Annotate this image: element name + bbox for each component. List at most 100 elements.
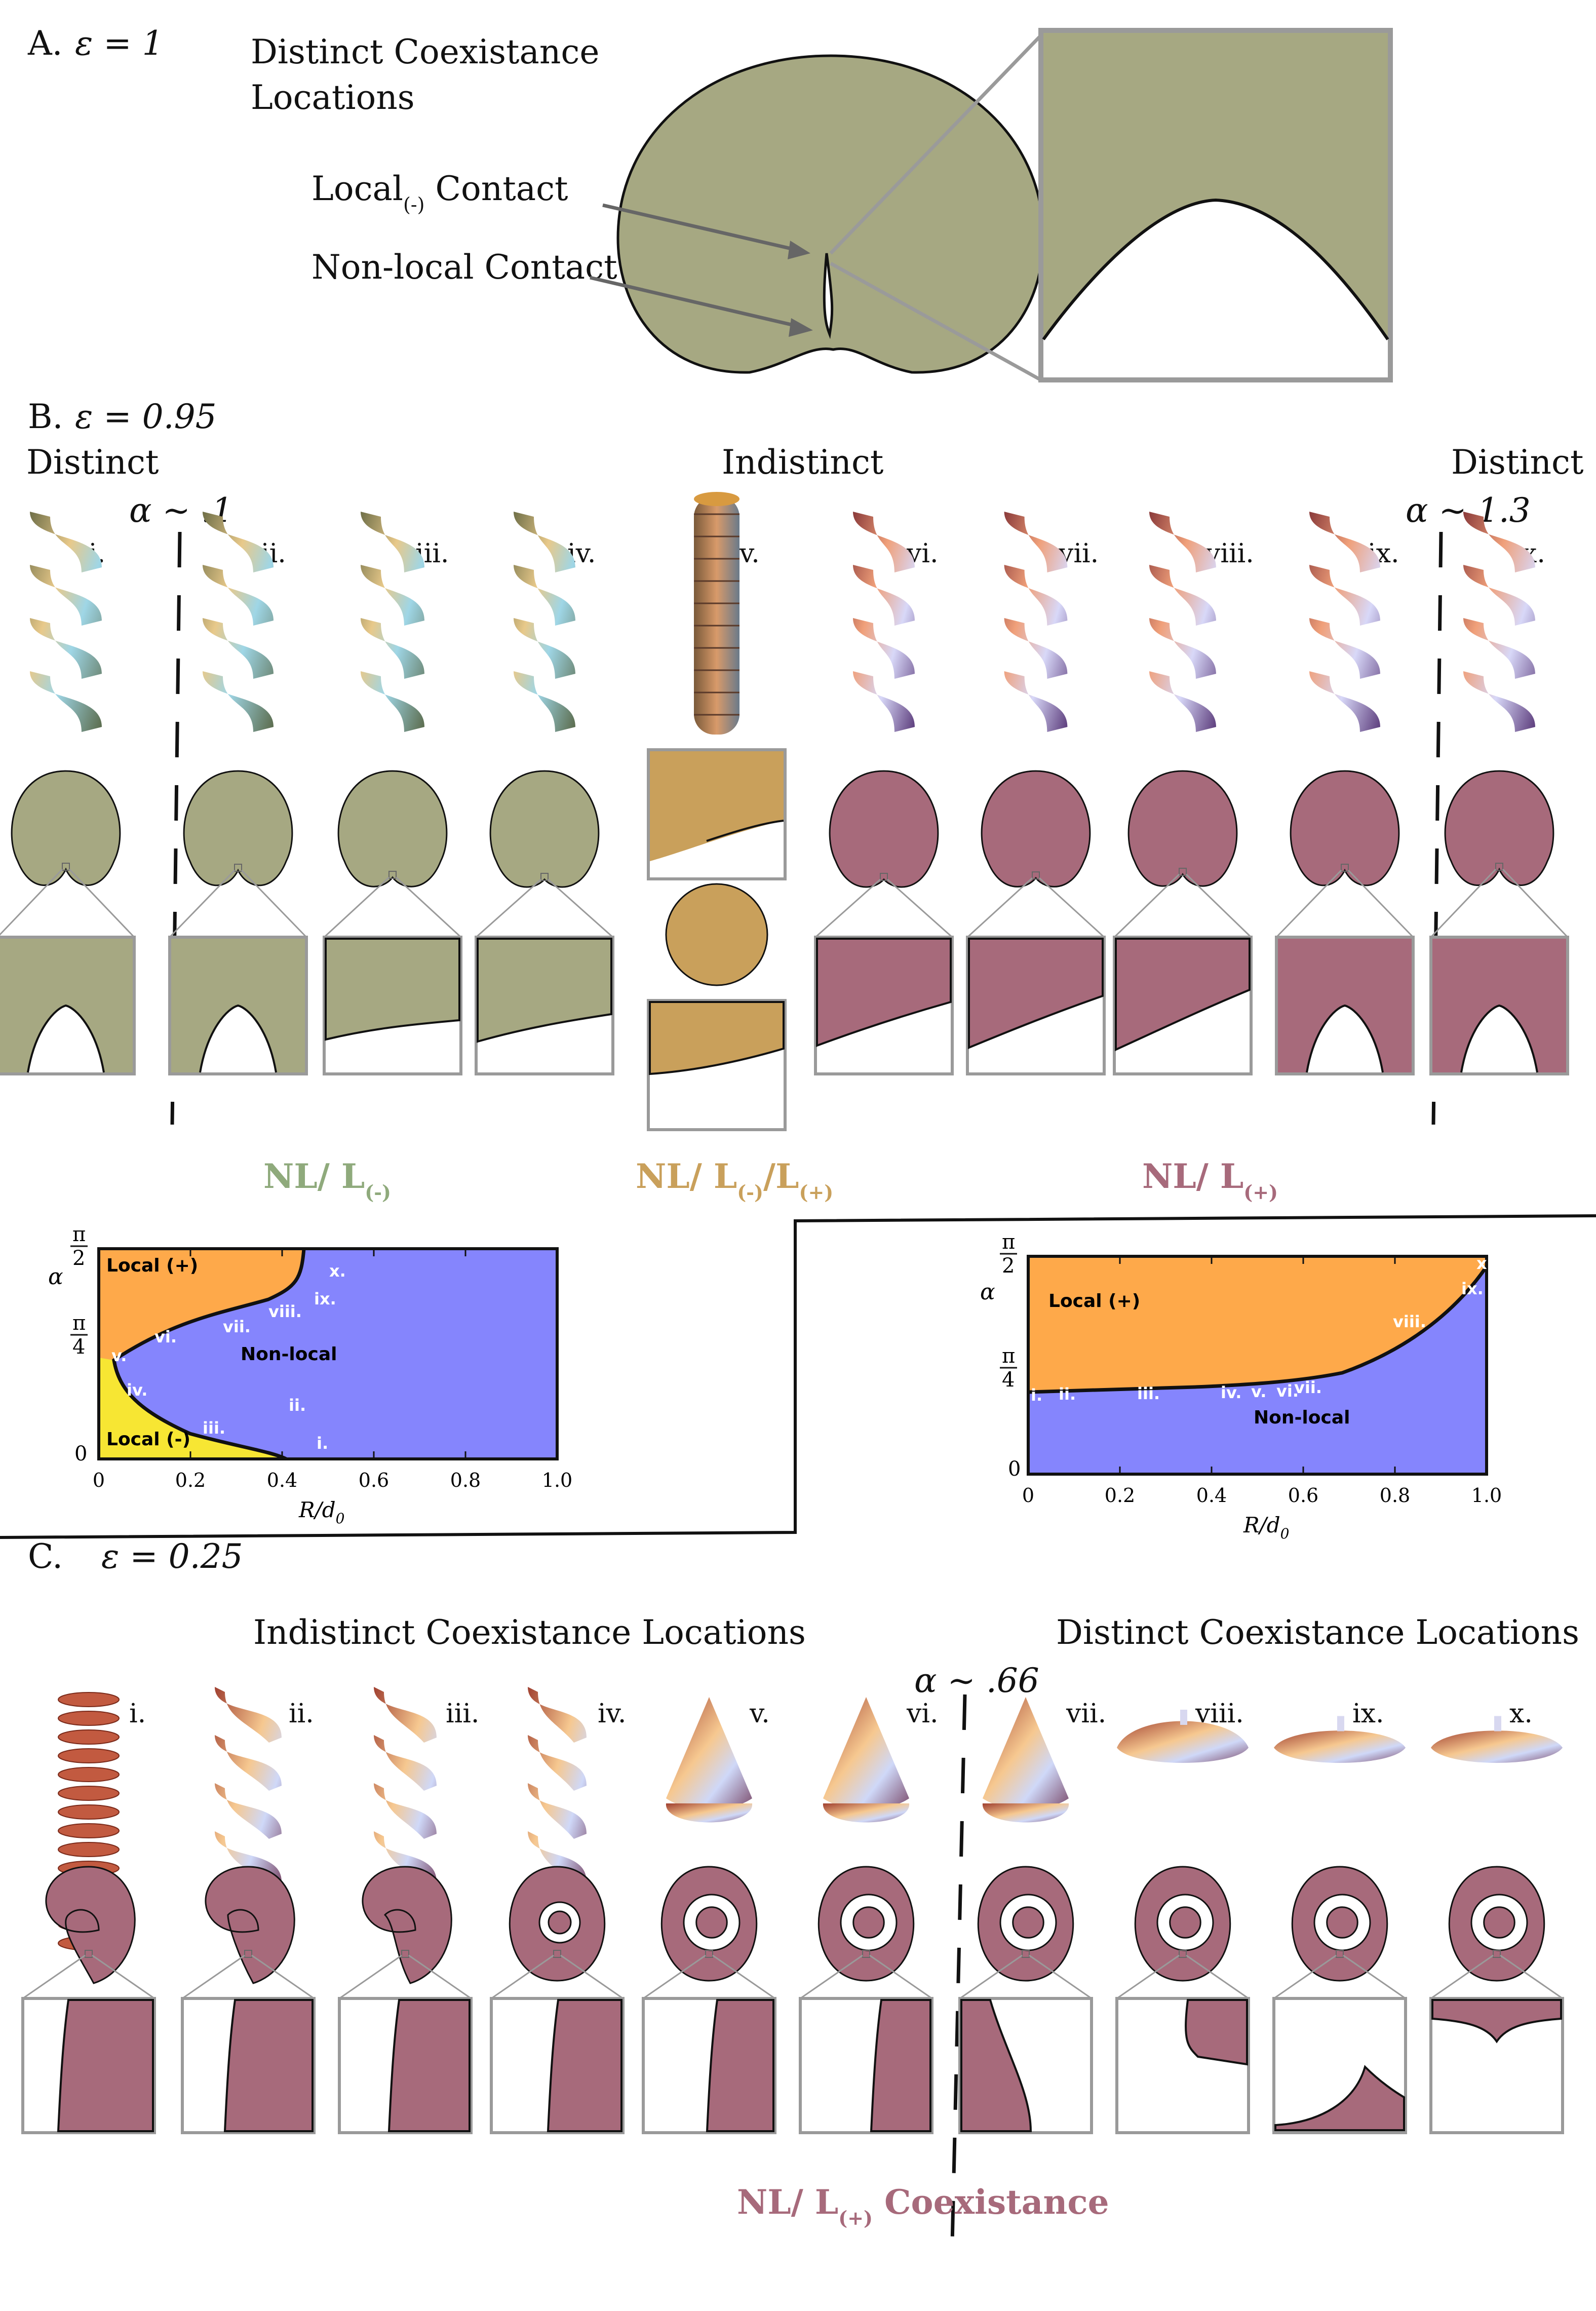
zoom-fill [547,1999,622,2132]
zoom-line [869,1954,932,1999]
phase-diagram-right: Local (+) Non-local i.ii.iii.iv.v.vi.vii… [980,1230,1502,1542]
cross-section [337,770,448,888]
disk-3d [58,1786,120,1801]
zoom-line [1273,1954,1337,1999]
helix-3d [514,512,575,732]
coex-label-c: NL/ L(+) Coexistance [737,2182,1109,2229]
helix-3d [1149,512,1216,732]
left-boundary [112,1248,306,1461]
zoom-line [491,1954,554,1999]
panel-b: B. ε = 0.95 Distinct Indistinct Distinct… [0,397,1596,1539]
xtick-label: 0 [93,1469,105,1491]
zoom-fill [477,938,612,1043]
left-region-minus-label: Local (-) [106,1429,190,1450]
zoom-line [1347,869,1414,938]
right-ytick-mid-den: 4 [1002,1368,1015,1392]
xtick-label: 0.4 [1196,1484,1227,1507]
right-region-nonlocal-label: Non-local [1254,1407,1350,1428]
left-ytick-mid-den: 4 [72,1335,85,1359]
helix-3d [853,512,915,732]
xtick-label: 0.6 [359,1469,389,1491]
right-ylabel: α [980,1279,995,1305]
zoom-fill [706,1999,774,2132]
zoom-curve [1460,1004,1538,1073]
panel-b-eps: ε = 0.95 [75,397,217,436]
zoom-line [712,1954,775,1999]
right-region-plus-label: Local (+) [1048,1291,1140,1312]
arrow2-label: Non-local Contact [312,248,617,287]
left-ytick-mid: π [72,1312,86,1335]
zoom-line [1430,1954,1494,1999]
zoom-curve [199,1004,277,1073]
xtick-label: 1.0 [1471,1484,1502,1507]
cross-section [489,770,600,888]
right-ytick-top-den: 2 [1002,1254,1015,1278]
zoom-fill [57,1999,154,2132]
cone-3d [823,1697,909,1810]
cross-section [1444,770,1554,886]
zoom-line [251,1954,315,1999]
zoom-fill-top [650,751,784,861]
numeral-c-4: iv. [598,1699,626,1729]
zoom-marker [234,864,242,872]
zoom-line [395,876,462,938]
zoom-line [800,1954,863,1999]
disk-3d [58,1842,120,1857]
zoom-line [323,876,390,938]
coex-label-mauve: NL/ L(+) [1142,1157,1278,1204]
left-ytick-zero: 0 [74,1442,87,1466]
cone-base [982,1803,1069,1823]
cone-base [666,1803,753,1823]
zoom-line [1185,873,1252,938]
column-b-5: v. [647,492,787,1131]
left-points: x.ix.viii.vii.vi.v.iv.iii.ii.i. [111,1261,346,1453]
helix-3d [528,1687,587,1887]
arrow1-head [788,241,810,259]
cross-section [11,770,121,886]
panel-a-title-1: Distinct Coexistance [251,32,599,71]
left-ticks [189,1249,466,1459]
cross-section [981,770,1091,888]
xtick-label: 0.2 [1105,1484,1135,1507]
disk-3d [58,1692,120,1707]
zoom-marker [540,873,549,881]
column-c-9: ix. [1272,1699,1407,2134]
helix-3d [694,496,739,735]
panel-c: C. ε = 0.25 Indistinct Coexistance Locat… [21,1537,1579,2245]
disk-3d [1431,1730,1563,1763]
disk-3d [1274,1730,1406,1763]
zoom-line [68,868,135,938]
zoom-line [1186,1954,1249,1999]
zoom-line [169,869,236,938]
point-label-9: ix. [1461,1279,1484,1298]
left-ylabel: α [48,1264,63,1290]
spiral-inner [1169,1906,1201,1939]
separator-c [950,1694,967,2245]
point-label-5: vi. [154,1327,177,1346]
cross-section-large [616,54,1045,374]
panel-a-title-2: Locations [251,78,415,117]
zoom-marker [862,1950,870,1958]
panel-c-right-title: Distinct Coexistance Locations [1056,1613,1579,1652]
zoom-marker [401,1950,409,1958]
zoom-line [0,868,63,936]
disk-3d [58,1767,120,1782]
point-label-8: viii. [1393,1312,1426,1331]
zoom-line [1500,1954,1563,1999]
zoom-line [1029,1954,1092,1999]
helix-3d [30,512,102,732]
slit-3d [1494,1716,1501,1731]
column-b-9: ix. [1275,512,1415,1075]
zoom-line [887,878,953,938]
point-label-2: ix. [314,1289,336,1308]
spiral-inner [1326,1906,1358,1939]
zoom-fill [387,1999,471,2132]
numeral-c-6: vi. [906,1699,939,1729]
zoom-line [548,878,613,938]
helix-3d [1309,512,1380,732]
point-label-1: x. [329,1261,346,1281]
xtick-label: 1.0 [542,1469,572,1491]
zoom-marker [705,1950,713,1958]
zoom-line [241,869,307,938]
